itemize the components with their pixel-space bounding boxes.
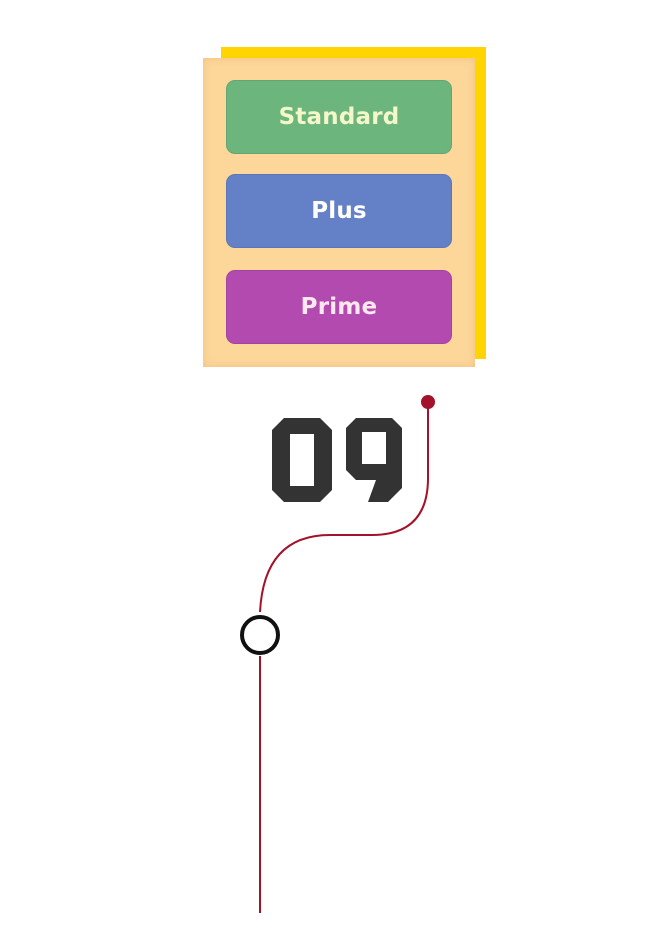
digit-nine bbox=[346, 418, 402, 502]
step-number: 09 bbox=[272, 418, 407, 504]
digit-zero bbox=[272, 418, 332, 502]
timeline-node-icon bbox=[240, 615, 280, 655]
start-dot-icon bbox=[421, 395, 435, 409]
plan-card: Standard Plus Prime bbox=[203, 58, 475, 367]
step-number-digits: 09 bbox=[272, 418, 402, 502]
plan-prime-button[interactable]: Prime bbox=[226, 270, 452, 344]
plan-standard-button[interactable]: Standard bbox=[226, 80, 452, 154]
plan-plus-button[interactable]: Plus bbox=[226, 174, 452, 248]
